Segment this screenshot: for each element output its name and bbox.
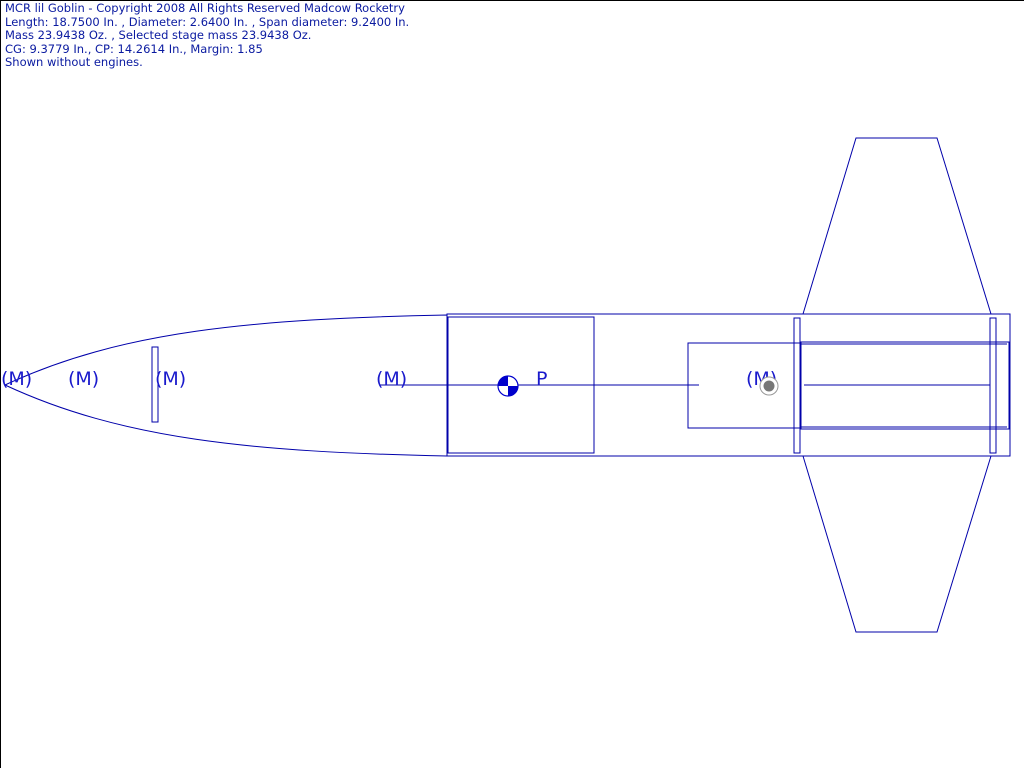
cp-marker-icon [759,376,779,396]
rocket-dimensions: Length: 18.7500 In. , Diameter: 2.6400 I… [5,14,410,29]
rocket-title: MCR lil Goblin - Copyright 2008 All Righ… [5,1,405,15]
rocket-stability: CG: 9.3779 In., CP: 14.2614 In., Margin:… [5,41,263,56]
centering-ring-aft [989,317,997,454]
mass-marker: (M) [1,368,32,390]
motor-mount-tube [687,342,801,429]
centering-ring-forward [793,317,801,454]
mass-marker: (M) [155,368,186,390]
cg-symbol-icon [497,375,519,397]
motor-tube-aft [800,341,1010,430]
mass-marker: (M) [376,368,407,390]
fin-bottom [802,455,992,633]
rocket-info-panel: MCR lil Goblin - Copyright 2008 All Righ… [5,1,410,70]
rocket-mass: Mass 23.9438 Oz. , Selected stage mass 2… [5,28,312,42]
mass-marker: (M) [68,368,99,390]
fin-top [802,137,992,315]
nose-bulkhead [151,346,159,423]
cp-label: P [536,368,547,390]
engines-note: Shown without engines. [5,55,143,69]
